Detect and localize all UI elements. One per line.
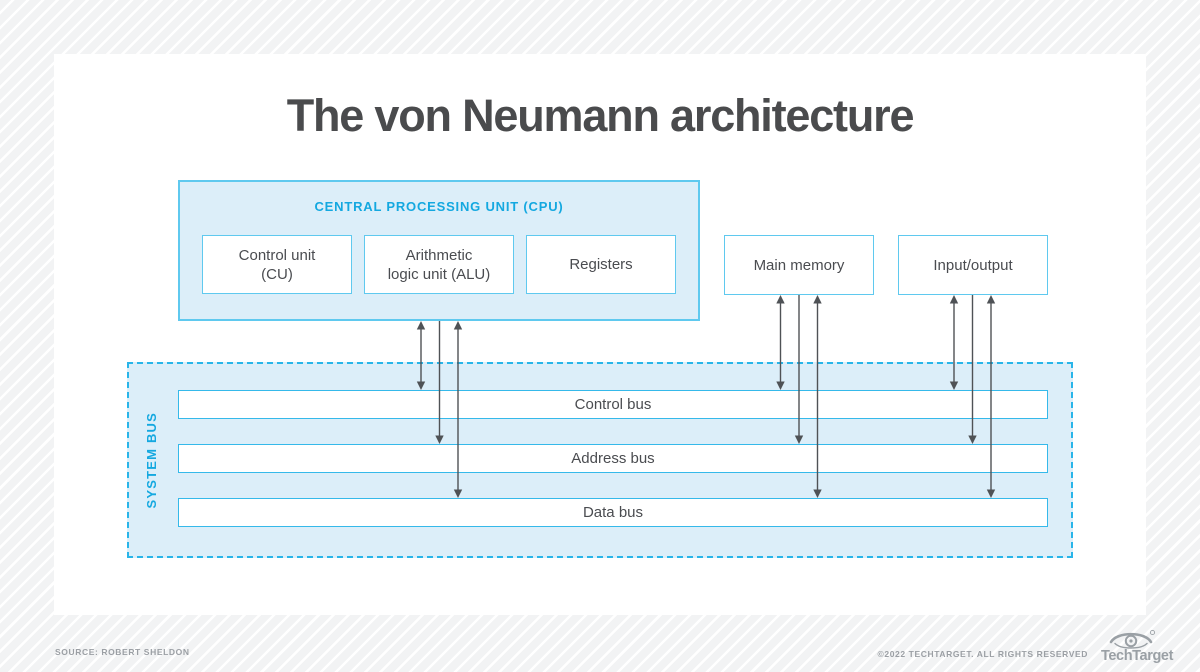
data-bus-label: Data bus: [582, 504, 644, 521]
brand-wordmark: TechTarget: [1101, 648, 1174, 664]
control-unit-label-line2: (CU): [261, 265, 293, 283]
registers-box: Registers: [526, 235, 676, 294]
techtarget-logo: TechTarget: [1101, 627, 1174, 664]
control-unit-box: Control unit (CU): [202, 235, 352, 294]
address-bus-bar: Address bus: [178, 444, 1048, 473]
cpu-label: CENTRAL PROCESSING UNIT (CPU): [314, 199, 564, 214]
address-bus-label: Address bus: [571, 450, 655, 467]
alu-label-line2: logic unit (ALU): [387, 265, 491, 283]
system-bus-label: SYSTEM BUS: [143, 411, 159, 509]
input-output-box: Input/output: [898, 235, 1048, 295]
alu-box: Arithmetic logic unit (ALU): [364, 235, 514, 294]
control-bus-label: Control bus: [574, 396, 652, 413]
control-unit-label-line1: Control unit: [238, 246, 316, 264]
control-bus-bar: Control bus: [178, 390, 1048, 419]
data-bus-bar: Data bus: [178, 498, 1048, 527]
eye-icon: [1109, 629, 1156, 649]
main-memory-label: Main memory: [753, 256, 845, 274]
copyright-text: ©2022 TECHTARGET. ALL RIGHTS RESERVED: [877, 649, 1088, 659]
main-memory-box: Main memory: [724, 235, 874, 295]
alu-label-line1: Arithmetic: [405, 246, 473, 264]
registers-label: Registers: [569, 256, 633, 273]
page-title: The von Neumann architecture: [286, 90, 915, 141]
source-credit: SOURCE: ROBERT SHELDON: [55, 647, 190, 657]
input-output-label: Input/output: [933, 256, 1013, 274]
